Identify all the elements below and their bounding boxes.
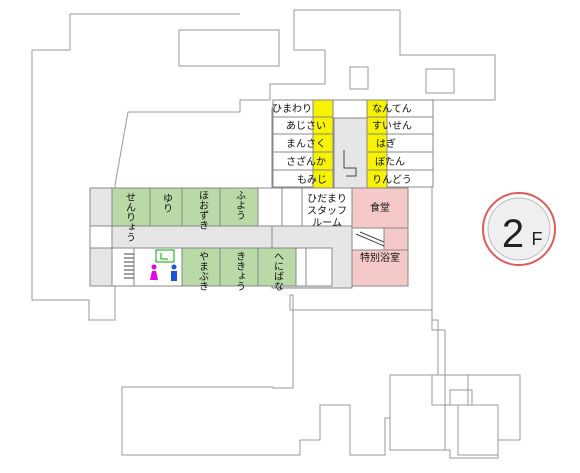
- room-hagi: はぎ: [376, 137, 396, 150]
- room-mansaku: まんさく: [286, 138, 326, 150]
- room-yuri: ゆり: [161, 193, 172, 213]
- room-hidamari: ひだまり: [307, 193, 347, 205]
- stairs-right-lines: [355, 231, 385, 247]
- room-momiji: もみじ: [297, 174, 327, 186]
- room-fuyou: ふよう: [234, 190, 246, 220]
- floor-badge: 2 F: [482, 192, 556, 266]
- room-himawari: ひまわり: [272, 103, 312, 115]
- accessible-toilet-icon: [155, 249, 175, 263]
- room-hoozuki: ほおずき: [197, 190, 209, 230]
- small-box-1: [349, 66, 369, 90]
- room-sazanka: さざんか: [286, 155, 326, 168]
- wing-left-endcap: [89, 225, 113, 249]
- room-tokubetsu: 特別浴室: [360, 251, 400, 264]
- room-staff-1: スタッフ: [307, 205, 347, 217]
- lower-rooms: [111, 247, 333, 287]
- small-box-2: [425, 68, 455, 94]
- room-shokudou: 食堂: [370, 201, 390, 214]
- room-staff-2: ルーム: [312, 217, 342, 229]
- room-ajisai: あじさい: [286, 120, 326, 132]
- stairs-lines: [124, 253, 134, 279]
- upper-dividers: [273, 116, 433, 171]
- tokubetsu-room: [351, 249, 409, 287]
- room-yamabuki: やまぶき: [197, 251, 209, 291]
- room-nanten: なんてん: [372, 103, 412, 115]
- room-senryou: せんりょう: [124, 192, 136, 242]
- restroom-male-icon: [171, 264, 177, 281]
- room-suisen: すいせん: [372, 120, 412, 132]
- floor-number: 2: [502, 212, 524, 256]
- lower-block: [389, 374, 499, 456]
- room-kikyou: ききょう: [234, 251, 245, 291]
- room-botan: ぼたん: [375, 156, 405, 168]
- restroom-female-icon: [150, 264, 158, 280]
- floor-suffix: F: [532, 229, 543, 249]
- room-henohana: へにばな: [272, 251, 284, 291]
- shokudou-room: [351, 187, 409, 229]
- top-box: [178, 29, 280, 67]
- right-pink-small: [383, 227, 409, 251]
- stair-symbol: [343, 150, 357, 177]
- green-rooms-top: [111, 187, 353, 227]
- center-core: [333, 117, 368, 189]
- room-rindou: りんどう: [372, 174, 412, 186]
